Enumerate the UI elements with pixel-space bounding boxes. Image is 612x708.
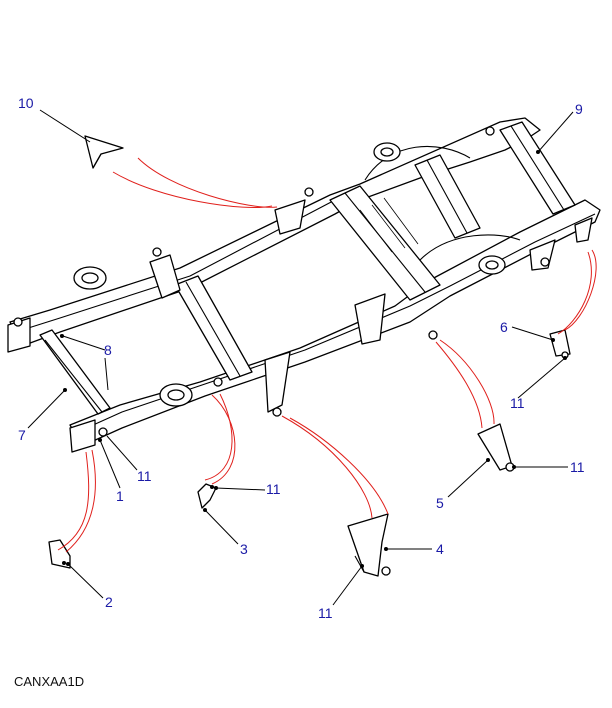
part-5-gusset <box>477 423 515 472</box>
part-4-gusset <box>347 513 391 577</box>
part-3-bracket <box>197 483 217 509</box>
chassis-frame <box>7 117 601 453</box>
callout-4: 4 <box>436 541 444 557</box>
callout-11-part5: 11 <box>570 459 585 475</box>
callout-3: 3 <box>240 541 248 557</box>
link-lines <box>57 157 597 553</box>
callout-2: 2 <box>105 594 113 610</box>
reference-code: CANXAA1D <box>14 674 84 689</box>
callout-6: 6 <box>500 319 508 335</box>
callout-5: 5 <box>436 495 444 511</box>
callout-11-part4: 11 <box>318 605 333 621</box>
callout-7: 7 <box>18 427 26 443</box>
callout-11-part6: 11 <box>510 395 525 411</box>
part-6-bracket <box>549 329 571 359</box>
part-2-bracket <box>48 539 71 569</box>
callout-10: 10 <box>18 95 34 111</box>
callout-11-front: 11 <box>137 468 152 484</box>
callout-11-part3: 11 <box>266 481 281 497</box>
part-10-triangle-bracket <box>84 135 124 169</box>
callout-9: 9 <box>575 101 583 117</box>
callout-1: 1 <box>116 488 124 504</box>
leader-lines <box>27 109 574 606</box>
callout-8: 8 <box>104 342 112 358</box>
